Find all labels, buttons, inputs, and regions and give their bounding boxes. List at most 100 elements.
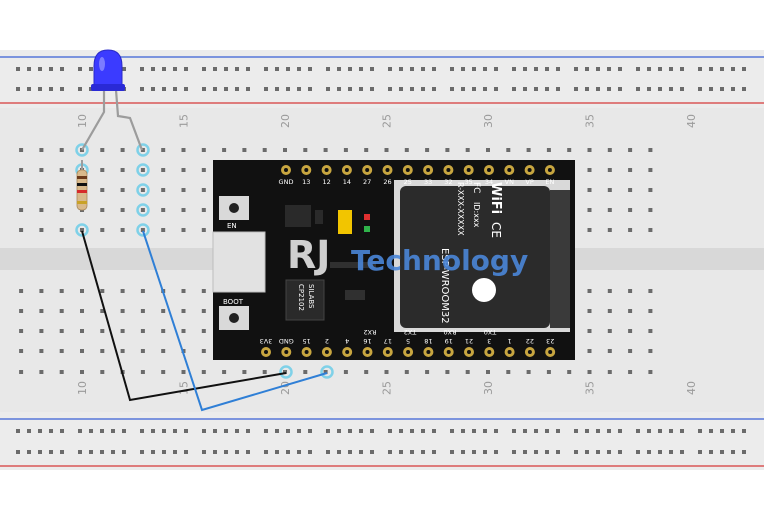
breadboard-hole (19, 208, 24, 212)
rail-hole (432, 87, 436, 91)
breadboard-hole (607, 309, 612, 313)
connected-hole-highlight (136, 183, 150, 197)
breadboard-hole (323, 148, 328, 152)
rail-hole (680, 87, 684, 91)
rail-hole (607, 67, 611, 71)
breadboard-hole (120, 168, 125, 172)
rail-hole (636, 87, 640, 91)
rail-hole (731, 67, 735, 71)
rail-hole (523, 87, 527, 91)
rail-hole (450, 67, 454, 71)
rail-hole (399, 67, 403, 71)
module-wifi-text: WiFi (488, 182, 503, 214)
breadboard-hole (404, 148, 409, 152)
rail-hole (78, 450, 82, 454)
breadboard-hole (39, 228, 44, 232)
rail-hole (494, 429, 498, 433)
rail-hole (49, 450, 53, 454)
rail-hole (680, 429, 684, 433)
rail-hole (742, 429, 746, 433)
component-small (345, 290, 365, 300)
breadboard-hole (628, 168, 633, 172)
breadboard-hole (39, 208, 44, 212)
rail-hole (658, 429, 662, 433)
rail-hole (534, 429, 538, 433)
breadboard-hole (628, 289, 633, 293)
esp32-bottom-pin-hole (345, 350, 350, 354)
rail-hole (246, 67, 250, 71)
usb-uart-chip (285, 279, 325, 321)
rail-hole (461, 429, 465, 433)
breadboard-hole (587, 329, 592, 333)
rail-hole (523, 67, 527, 71)
module-model-text: ESP-WROOM32 (439, 248, 450, 324)
breadboard-hole (140, 349, 145, 353)
rail-hole (224, 67, 228, 71)
rail-hole (16, 67, 20, 71)
rail-hole (680, 450, 684, 454)
esp32-top-pin-hole (487, 168, 491, 172)
rail-hole (545, 450, 549, 454)
esp32-top-pin-hole (466, 168, 471, 172)
rail-hole (534, 67, 538, 71)
breadboard-hole (445, 370, 450, 374)
rail-hole (574, 67, 578, 71)
rail-hole (432, 429, 436, 433)
rail-hole (308, 67, 312, 71)
breadboard-hole (181, 208, 186, 212)
rail-hole (326, 429, 330, 433)
rail-hole (246, 429, 250, 433)
breadboard-hole (587, 289, 592, 293)
breadboard-hole (648, 289, 653, 293)
breadboard-hole (425, 370, 430, 374)
wroom-antenna (550, 190, 570, 328)
breadboard-hole (161, 148, 166, 152)
esp32-bottom-pin-hole (446, 350, 451, 354)
breadboard-hole (181, 309, 186, 313)
boot-button-label: BOOT (223, 298, 244, 306)
rail-hole (60, 429, 64, 433)
rail-hole (297, 87, 301, 91)
esp32-top-pin-hole (284, 168, 288, 172)
rail-hole (370, 450, 374, 454)
breadboard-hole (100, 349, 105, 353)
esp32-top-pin-hole (304, 168, 309, 172)
breadboard-hole (506, 370, 511, 374)
rail-hole (275, 87, 279, 91)
breadboard-hole (486, 370, 490, 374)
module-series-text: R-XXX-XXXXX (456, 182, 465, 236)
breadboard-hole (39, 349, 44, 353)
esp32-uart-label: TX2 (404, 328, 418, 336)
column-number-bottom: 10 (76, 381, 89, 395)
breadboard-hole (567, 370, 572, 374)
breadboard-hole (526, 148, 531, 152)
rail-hole (483, 87, 487, 91)
breadboard-hole (19, 289, 24, 293)
breadboard-hole (120, 349, 125, 353)
rail-hole (173, 87, 177, 91)
breadboard-hole (140, 148, 145, 152)
breadboard-hole (303, 148, 308, 152)
rail-hole (235, 429, 239, 433)
esp32-bottom-pin-label: 22 (526, 337, 534, 345)
rail-hole (720, 67, 724, 71)
boot-button-cap (229, 313, 239, 323)
breadboard-hole (364, 148, 369, 152)
rail-hole (636, 67, 640, 71)
rail-hole (410, 67, 414, 71)
rail-hole (78, 429, 82, 433)
rail-hole (472, 429, 476, 433)
breadboard-hole (140, 208, 145, 212)
breadboard-hole (161, 309, 166, 313)
rail-hole (636, 450, 640, 454)
rail-hole (213, 67, 217, 71)
rail-hole (731, 450, 735, 454)
esp32-top-pin-hole (446, 168, 451, 172)
rail-hole (162, 87, 166, 91)
esp32-top-pin-label: 34 (485, 178, 493, 186)
rail-hole (483, 429, 487, 433)
breadboard-hole (100, 148, 105, 152)
esp32-top-pin-hole (547, 168, 552, 172)
